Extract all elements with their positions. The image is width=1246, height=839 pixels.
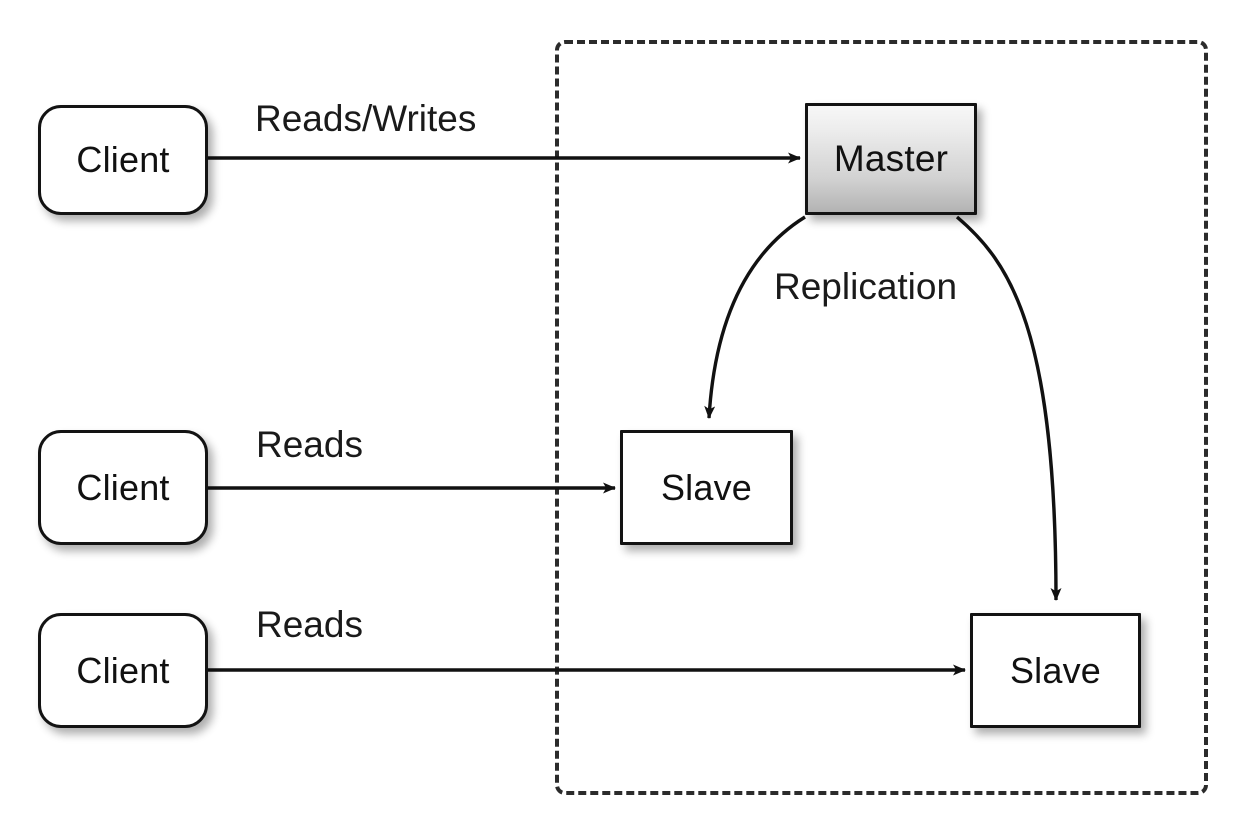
node-slave-bottom-label: Slave	[1009, 649, 1102, 691]
edge-label-reads-middle: Reads	[256, 424, 363, 465]
node-master[interactable]: Master	[805, 103, 977, 215]
node-slave-top-label: Slave	[660, 466, 753, 508]
edge-label-replication: Replication	[774, 266, 958, 307]
node-master-label: Master	[833, 138, 949, 179]
node-client-top-label: Client	[76, 139, 170, 180]
edge-master-to-slave-bottom	[955, 215, 1062, 601]
edge-label-reads-bottom: Reads	[256, 604, 363, 645]
node-client-middle-label: Client	[76, 466, 170, 508]
node-client-bottom-label: Client	[76, 649, 170, 691]
node-client-top[interactable]: Client	[38, 105, 208, 215]
edge-label-reads-writes: Reads/Writes	[255, 98, 477, 139]
node-client-middle[interactable]: Client	[38, 430, 208, 545]
node-client-bottom[interactable]: Client	[38, 613, 208, 728]
replicated-database-boundary	[555, 40, 1208, 795]
node-slave-bottom[interactable]: Slave	[970, 613, 1141, 728]
node-slave-top[interactable]: Slave	[620, 430, 793, 545]
edge-master-to-slave-top	[704, 215, 806, 419]
